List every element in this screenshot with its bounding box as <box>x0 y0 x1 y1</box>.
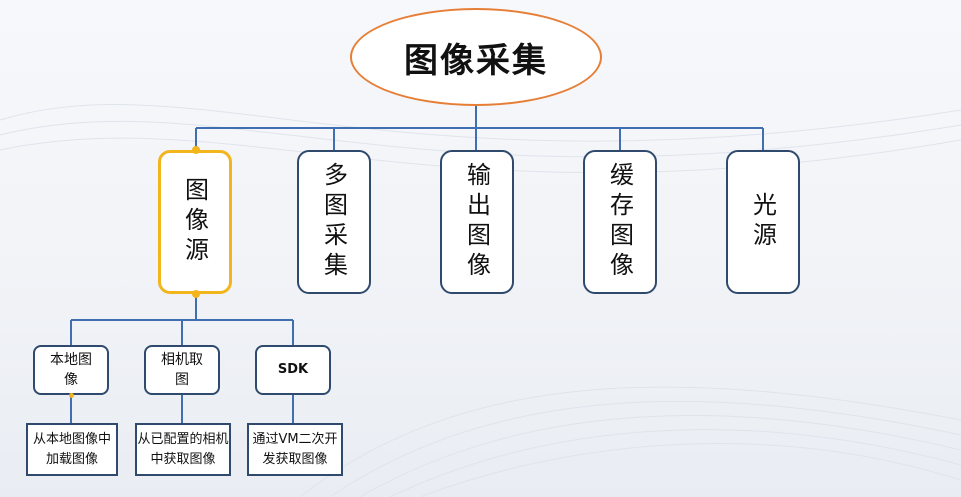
root-label: 图像采集 <box>404 40 548 81</box>
connector-dot <box>69 393 74 398</box>
node-sdk: SDK <box>255 345 331 395</box>
category-label: 多图采集 <box>319 162 348 282</box>
node-label: 相机取图 <box>161 352 203 388</box>
category-image-source: 图像源 <box>158 150 232 294</box>
desc-text: 通过VM二次开发获取图像 <box>252 431 338 467</box>
node-label: 本地图像 <box>50 352 92 388</box>
category-label: 光源 <box>748 192 777 252</box>
desc-text: 从本地图像中加载图像 <box>32 431 111 467</box>
category-label: 缓存图像 <box>605 162 634 282</box>
category-cache-image: 缓存图像 <box>583 150 657 294</box>
desc-camera-capture: 从已配置的相机中获取图像 <box>135 423 231 476</box>
category-label: 图像源 <box>180 177 209 267</box>
node-local-image: 本地图像 <box>33 345 109 395</box>
desc-sdk: 通过VM二次开发获取图像 <box>247 423 343 476</box>
node-camera-capture: 相机取图 <box>144 345 220 395</box>
highlight-dot-bottom <box>192 290 200 298</box>
desc-text: 从已配置的相机中获取图像 <box>137 431 229 467</box>
category-output-image: 输出图像 <box>440 150 514 294</box>
category-label: 输出图像 <box>462 162 491 282</box>
highlight-dot-top <box>192 146 200 154</box>
node-label: SDK <box>277 362 309 377</box>
category-multi-image-capture: 多图采集 <box>297 150 371 294</box>
root-node: 图像采集 <box>350 8 602 106</box>
desc-local-image: 从本地图像中加载图像 <box>26 423 118 476</box>
category-light-source: 光源 <box>726 150 800 294</box>
